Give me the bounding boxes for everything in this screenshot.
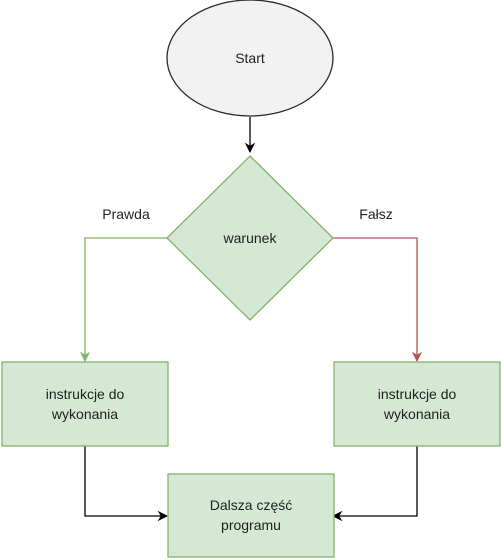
rest-box-line-1: Dalsza część bbox=[210, 497, 292, 513]
condition-label: warunek bbox=[223, 230, 278, 246]
edge-false-branch bbox=[332, 237, 423, 363]
edge-true-box-to-rest bbox=[84, 446, 169, 522]
false-box-line-1: instrukcje do bbox=[378, 386, 457, 402]
edge-true-branch bbox=[79, 237, 168, 363]
start-node: Start bbox=[166, 0, 334, 117]
false-branch-label: Fałsz bbox=[359, 206, 392, 222]
false-box-line-2: wykonania bbox=[383, 406, 450, 422]
true-box-line-1: instrukcje do bbox=[46, 386, 125, 402]
false-instructions-box: instrukcje do wykonania bbox=[333, 361, 501, 447]
true-instructions-box: instrukcje do wykonania bbox=[1, 361, 169, 447]
edge-false-box-to-rest bbox=[331, 446, 418, 522]
true-box-line-2: wykonania bbox=[51, 406, 118, 422]
rest-box-line-2: programu bbox=[221, 517, 281, 533]
true-branch-label: Prawda bbox=[102, 206, 150, 222]
start-label: Start bbox=[235, 50, 265, 66]
rest-of-program-box: Dalsza część programu bbox=[167, 473, 335, 558]
condition-node: warunek bbox=[166, 155, 334, 321]
